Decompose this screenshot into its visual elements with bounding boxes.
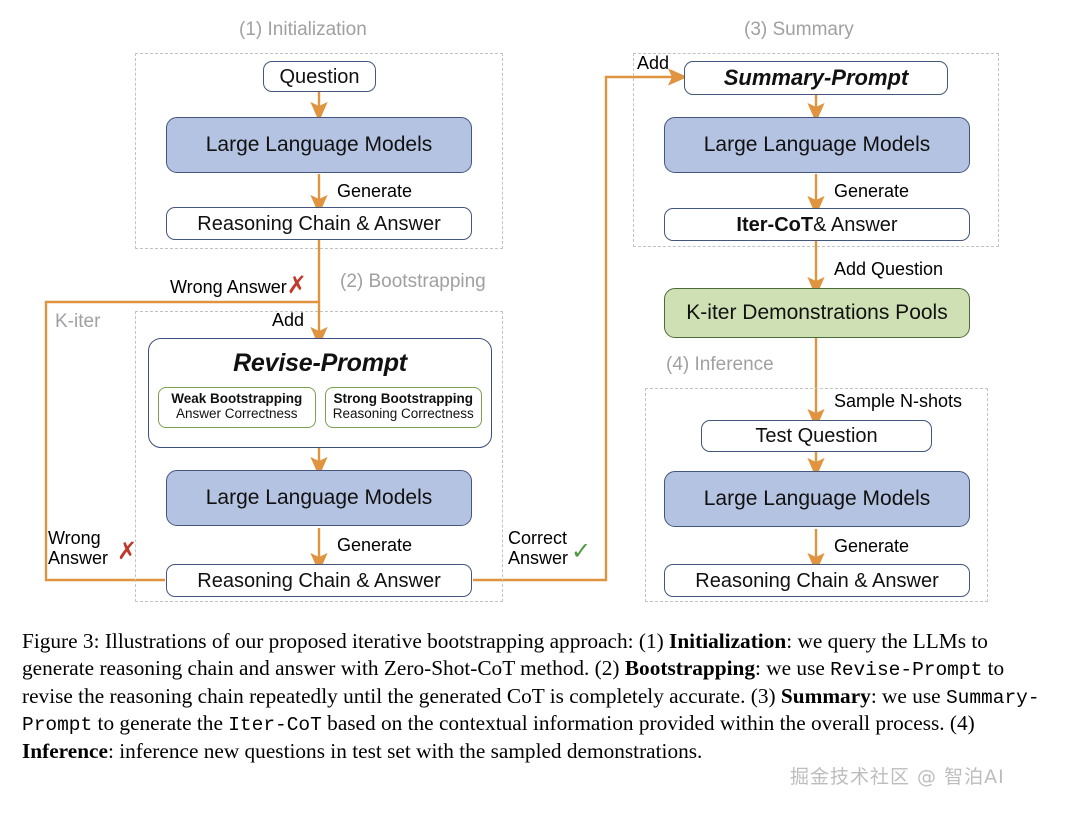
- edge-label-wrong-answer-left: Wrong Answer: [48, 528, 108, 568]
- edge-label-k-iter: K-iter: [55, 311, 101, 332]
- caption-mono-revise-prompt: Revise-Prompt: [830, 658, 983, 681]
- revise-prompt-title: Revise-Prompt: [233, 349, 407, 377]
- node-llm-inference[interactable]: Large Language Models: [664, 471, 970, 527]
- edge-label-generate-4: Generate: [834, 536, 910, 556]
- node-revise-prompt[interactable]: Revise-Prompt Weak Bootstrapping Answer …: [148, 338, 492, 448]
- caption-mono-itercot: Iter-CoT: [228, 714, 322, 737]
- frame-initialization: [135, 53, 503, 249]
- arrow-k-iter-loop: [44, 300, 318, 582]
- node-llm-bootstrapping[interactable]: Large Language Models: [166, 470, 472, 526]
- node-itercot-answer[interactable]: Iter-CoT & Answer: [664, 208, 970, 241]
- edge-label-sample-n-shots: Sample N-shots: [834, 391, 963, 411]
- wrong-mark-left-icon: ✗: [117, 537, 138, 565]
- weak-bootstrapping-title: Weak Bootstrapping: [171, 390, 303, 406]
- node-test-question[interactable]: Test Question: [701, 420, 932, 452]
- section-title-inference: (4) Inference: [666, 354, 774, 375]
- correct-mark-icon: ✓: [571, 537, 592, 565]
- caption-text-2: : we use: [755, 655, 831, 680]
- node-k-iter-demonstrations-pools[interactable]: K-iter Demonstrations Pools: [664, 288, 970, 338]
- caption-text-1: : we query the LLMs to generate reasonin…: [22, 629, 988, 680]
- frame-inference: [645, 388, 988, 602]
- caption-bold-bootstrapping: Bootstrapping: [624, 655, 756, 680]
- section-title-initialization: (1) Initialization: [239, 19, 367, 40]
- edge-label-generate-1: Generate: [337, 181, 413, 201]
- caption-text-3: to revise the reasoning chain repeatedly…: [22, 655, 1005, 708]
- section-title-summary: (3) Summary: [744, 19, 854, 40]
- figure-caption: Figure 3: Illustrations of our proposed …: [22, 628, 1060, 765]
- edge-label-add-bootstrap: Add: [272, 310, 305, 330]
- edge-label-add-summary: Add: [637, 53, 670, 73]
- itercot-bold-text: Iter-CoT: [736, 213, 814, 236]
- edge-label-add-question: Add Question: [834, 259, 944, 279]
- node-llm-summary[interactable]: Large Language Models: [664, 117, 970, 173]
- wrong-mark-icon: ✗: [286, 271, 307, 299]
- edge-label-wrong-answer-top: Wrong Answer✗: [170, 271, 307, 299]
- caption-text-7: : inference new questions in test set wi…: [107, 738, 703, 763]
- figure-diagram: (1) Initialization (2) Bootstrapping (3)…: [44, 19, 999, 602]
- caption-text-6: based on the contextual information prov…: [321, 711, 975, 736]
- edge-label-generate-3: Generate: [834, 181, 910, 201]
- node-reasoning-chain-bootstrapping[interactable]: Reasoning Chain & Answer: [166, 564, 472, 597]
- wrong-answer-left-line1: Wrong: [48, 528, 101, 548]
- wrong-answer-left-line2: Answer: [48, 548, 109, 569]
- strong-bootstrapping-subtitle: Reasoning Correctness: [332, 406, 474, 422]
- caption-prefix: Figure 3: Illustrations of our proposed …: [22, 629, 670, 653]
- caption-bold-summary: Summary: [780, 683, 871, 708]
- frame-summary: [633, 53, 999, 247]
- correct-answer-line2: Answer: [508, 548, 569, 569]
- node-question[interactable]: Question: [263, 61, 376, 92]
- section-title-bootstrapping: (2) Bootstrapping: [340, 271, 486, 292]
- watermark-text: 掘金技术社区 @ 智泊AI: [790, 766, 1005, 788]
- arrow-correct-answer-to-summary: [473, 68, 688, 582]
- frame-bootstrapping: [135, 311, 503, 602]
- edge-label-correct-answer: Correct Answer: [508, 528, 568, 568]
- itercot-rest-text: & Answer: [813, 213, 898, 236]
- node-llm-initialization[interactable]: Large Language Models: [166, 117, 472, 173]
- caption-bold-inference: Inference: [22, 738, 108, 763]
- caption-mono-summary-prompt: Summary-Prompt: [22, 686, 1040, 737]
- weak-bootstrapping-subtitle: Answer Correctness: [175, 406, 298, 422]
- correct-answer-line1: Correct: [508, 528, 568, 548]
- option-strong-bootstrapping[interactable]: Strong Bootstrapping Reasoning Correctne…: [324, 386, 482, 429]
- caption-text-5: to generate the: [92, 711, 229, 736]
- node-reasoning-chain-initialization[interactable]: Reasoning Chain & Answer: [166, 207, 472, 240]
- option-weak-bootstrapping[interactable]: Weak Bootstrapping Answer Correctness: [158, 386, 316, 429]
- connector-layer: [44, 68, 825, 582]
- strong-bootstrapping-title: Strong Bootstrapping: [333, 390, 473, 406]
- caption-text-4: : we use: [870, 683, 946, 708]
- wrong-answer-top-text: Wrong Answer: [170, 277, 287, 297]
- caption-bold-initialization: Initialization: [669, 629, 787, 653]
- node-summary-prompt[interactable]: Summary-Prompt: [684, 61, 948, 95]
- node-reasoning-chain-inference[interactable]: Reasoning Chain & Answer: [664, 564, 970, 597]
- revise-prompt-options: Weak Bootstrapping Answer Correctness St…: [149, 386, 491, 429]
- edge-label-generate-2: Generate: [337, 535, 413, 555]
